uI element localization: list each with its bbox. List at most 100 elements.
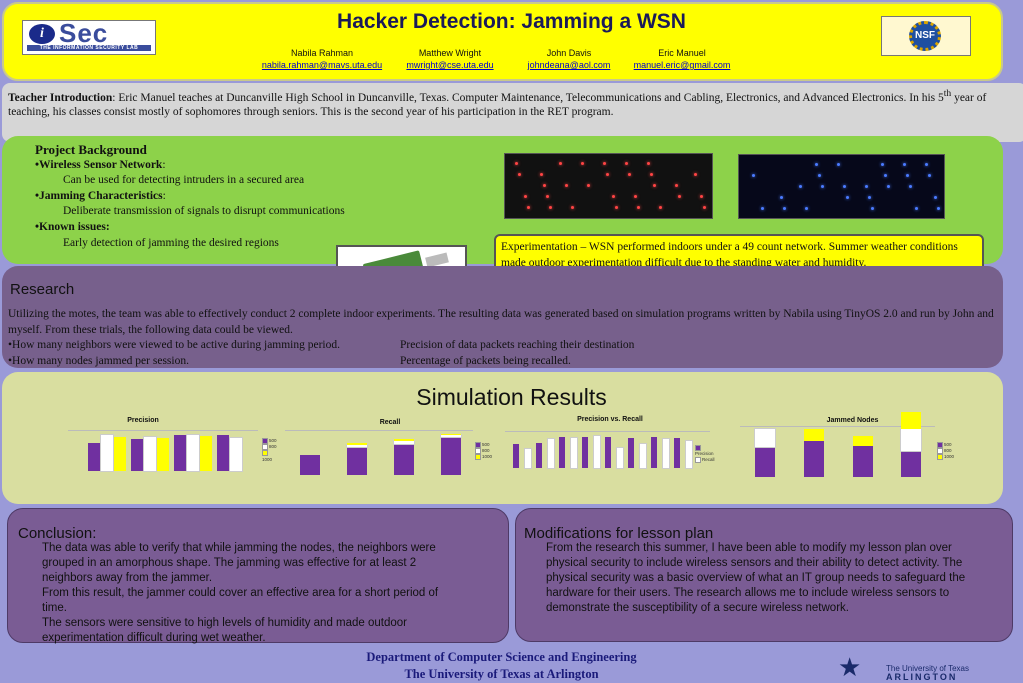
legend-label: Recall [702, 457, 715, 463]
legend-entry: 800 [475, 448, 492, 455]
legend-entry: 500 [937, 442, 954, 448]
led-light [527, 206, 530, 209]
chart-title: Recall [379, 419, 401, 426]
chart-bar [569, 437, 578, 469]
teacher-introduction: Teacher Introduction: Eric Manuel teache… [2, 83, 1023, 142]
legend-label: 1000 [262, 456, 273, 462]
chart-bar [546, 438, 555, 469]
led-light [650, 173, 653, 176]
author-4: Eric Manuel manuel.eric@gmail.com [617, 47, 747, 71]
legend-swatch [695, 445, 701, 451]
chart-bar [536, 442, 542, 468]
legend-swatch [695, 457, 701, 464]
chart-title: Jammed Nodes [826, 417, 879, 424]
author-email-link[interactable]: mwright@cse.uta.edu [406, 60, 494, 70]
chart-bar [901, 450, 922, 477]
legend-entry: 500 [475, 442, 492, 448]
author-3: John Davis johndeana@aol.com [504, 47, 634, 71]
chart-bar [217, 435, 229, 471]
led-light [694, 173, 697, 176]
led-light [637, 206, 640, 209]
author-email-link[interactable]: johndeana@aol.com [527, 60, 611, 70]
legend-entry: 1000 [475, 454, 492, 461]
footer-department: Department of Computer Science and Engin… [366, 650, 637, 664]
legend-entry: 800 [262, 444, 278, 451]
legend-swatch [262, 450, 268, 457]
led-light [549, 206, 552, 209]
chart-plot [740, 412, 935, 477]
research-bullet-detail: Percentage of packets being recalled. [400, 354, 571, 367]
led-light [843, 185, 846, 188]
chart-bar [582, 436, 588, 468]
intro-sup: th [943, 88, 952, 99]
conclusion-line: From this result, the jammer could cover… [42, 587, 439, 614]
legend-label: 500 [944, 442, 952, 448]
led-light [815, 163, 818, 166]
chart-bar [114, 436, 126, 471]
legend-label: 500 [482, 442, 490, 448]
led-light [871, 207, 874, 210]
chart-bar [441, 434, 461, 436]
led-light [884, 174, 887, 177]
led-light [524, 195, 527, 198]
bg-item: •Wireless Sensor Network: [35, 158, 166, 171]
led-light [934, 196, 937, 199]
chart-bar [513, 444, 519, 468]
legend-label: 800 [944, 448, 952, 454]
led-light [915, 207, 918, 210]
isec-mark: i [29, 24, 55, 44]
research-paragraph: Utilizing the motes, the team was able t… [8, 308, 994, 336]
chart-bar [755, 447, 775, 477]
led-light [846, 196, 849, 199]
chart-bar [186, 434, 200, 472]
chart-bar [628, 438, 634, 468]
chart-bar [143, 435, 157, 473]
legend-label: 800 [269, 444, 277, 450]
chart-bar [440, 434, 462, 438]
led-light [518, 173, 521, 176]
led-light [903, 163, 906, 166]
author-email-link[interactable]: nabila.rahman@mavs.uta.edu [261, 60, 383, 70]
led-light [559, 162, 562, 165]
poster-title: Hacker Detection: Jamming a WSN [337, 10, 686, 33]
bg-item-detail: Deliberate transmission of signals to di… [63, 205, 345, 218]
legend-swatch [937, 442, 943, 448]
bg-item-detail: Can be used for detecting intruders in a… [63, 174, 305, 187]
chart-bar [393, 439, 415, 445]
led-light [546, 195, 549, 198]
chart-bar [200, 436, 212, 471]
led-light [752, 174, 755, 177]
legend-swatch [262, 438, 268, 444]
nsf-logo: NSF [881, 16, 971, 56]
led-light [865, 185, 868, 188]
led-light [703, 206, 706, 209]
legend-swatch [475, 448, 481, 455]
legend-label: 500 [269, 438, 277, 444]
legend-label: Precision [695, 451, 714, 457]
author-1: Nabila Rahman nabila.rahman@mavs.uta.edu [257, 47, 387, 71]
chart-bar [651, 437, 657, 468]
led-light [612, 195, 615, 198]
isec-tagline: THE INFORMATION SECURITY LAB [27, 45, 151, 51]
conclusion-line: The sensors were sensitive to high level… [42, 617, 408, 644]
chart-bar [441, 437, 461, 475]
led-light [571, 206, 574, 209]
research-bullet: •How many nodes jammed per session. [8, 354, 189, 367]
led-light [515, 162, 518, 165]
chart-bar [852, 445, 873, 477]
led-light [615, 206, 618, 209]
uta-logo: ★ The University of Texas ARLINGTON [822, 654, 1000, 682]
project-background-text: Project Background •Wireless Sensor Netw… [35, 142, 345, 251]
led-light [805, 207, 808, 210]
chart-bar [803, 429, 824, 441]
chart-bar [88, 442, 100, 471]
isec-lab-logo: i Sec THE INFORMATION SECURITY LAB [22, 18, 156, 55]
chart-bar [346, 443, 368, 448]
uta-star-icon: ★ [838, 654, 862, 682]
author-email-link[interactable]: manuel.eric@gmail.com [633, 60, 731, 70]
author-name: John Davis [546, 48, 592, 58]
legend-label: 800 [482, 448, 490, 454]
led-light [909, 185, 912, 188]
